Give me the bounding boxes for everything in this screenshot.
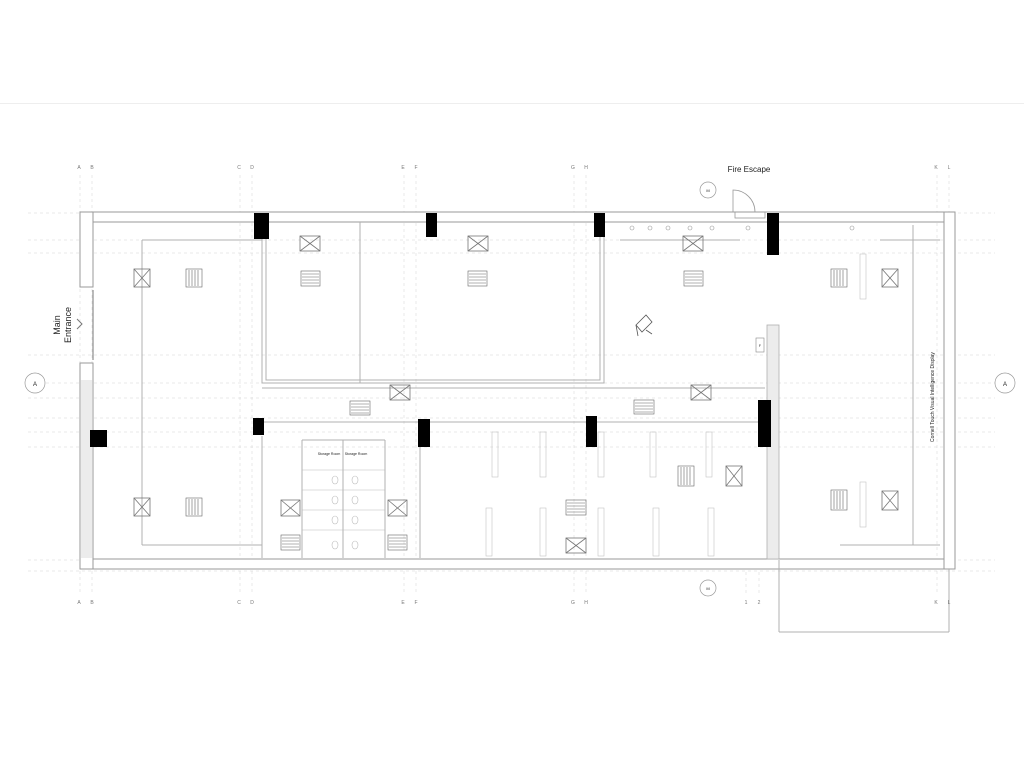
- door-marker-bottom-label: M: [706, 586, 709, 591]
- grid-label-bottom: E: [401, 600, 405, 606]
- chair-icon: [635, 314, 653, 337]
- grid-label-bottom: F: [414, 600, 417, 606]
- fire-escape-door: [732, 189, 766, 219]
- grid-label-top: K: [934, 165, 938, 171]
- restroom-stalls: [302, 469, 385, 550]
- grid-label-bottom: K: [934, 600, 938, 606]
- section-marker-left-label: A: [33, 382, 37, 388]
- fire-escape-label: Fire Escape: [728, 165, 771, 174]
- grid-label-bottom: B: [90, 600, 94, 606]
- page-divider-line: [0, 103, 1024, 104]
- grid-label-top: F: [414, 165, 417, 171]
- grid-label-top: A: [77, 165, 81, 171]
- grid-labels-top: A B C D E F G H K L: [77, 165, 950, 171]
- door-marker-box: [755, 337, 765, 353]
- storage-room-label-right: Storage Room: [345, 452, 368, 456]
- light-fixtures: [629, 225, 855, 231]
- interior-walls: [141, 222, 950, 633]
- grid-label-bottom: 1: [745, 600, 748, 606]
- entrance-wall-hatch: [81, 380, 92, 558]
- grid-label-top: C: [237, 165, 241, 171]
- structural-columns: [90, 213, 779, 447]
- main-entrance-label: Main Entrance: [52, 307, 73, 343]
- grid-label-bottom: C: [237, 600, 241, 606]
- exterior-walls: [79, 211, 956, 570]
- grid-label-bottom: G: [571, 600, 575, 606]
- main-entrance-line1: Main: [52, 315, 62, 335]
- supply-diffusers: [133, 235, 899, 554]
- section-marker-right-label: A: [1003, 382, 1007, 388]
- main-entrance-line2: Entrance: [63, 307, 73, 343]
- grid-label-top: E: [401, 165, 405, 171]
- grid-label-bottom: 2: [758, 600, 761, 606]
- grid-label-bottom: A: [77, 600, 81, 606]
- return-grilles: [185, 268, 848, 551]
- grid-label-top: H: [584, 165, 588, 171]
- grid-label-top: L: [948, 165, 951, 171]
- display-label: Cornell Touch Visual Intelligence Displa…: [930, 352, 936, 442]
- grid-label-top: B: [90, 165, 94, 171]
- grid-label-top: G: [571, 165, 575, 171]
- storage-room-label-left: Storage Room: [318, 452, 341, 456]
- section-markers: [24, 181, 1016, 597]
- entrance-door: [76, 290, 94, 360]
- grid-label-bottom: H: [584, 600, 588, 606]
- grid-labels-bottom: A B C D E F G H 1 2 K L: [77, 600, 950, 606]
- grid-label-top: D: [250, 165, 254, 171]
- grid-lines: [28, 175, 995, 595]
- grid-label-bottom: L: [948, 600, 951, 606]
- partition-strips: [485, 253, 867, 557]
- grid-label-bottom: D: [250, 600, 254, 606]
- stair-marker-label: F: [759, 344, 761, 348]
- door-marker-top-label: M: [706, 188, 709, 193]
